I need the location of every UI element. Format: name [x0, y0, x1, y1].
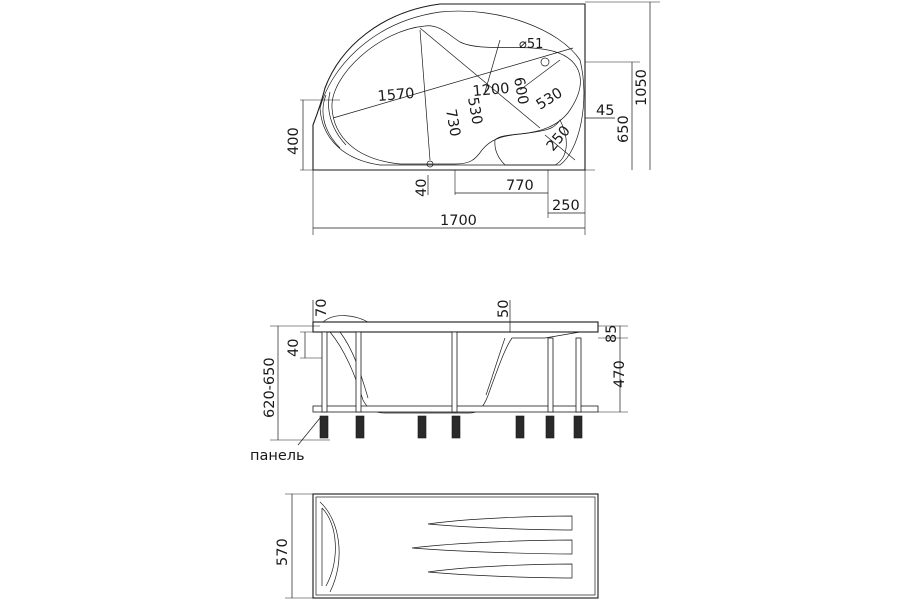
dim-45: 45	[596, 103, 614, 119]
groove-top	[427, 515, 573, 531]
panel-label: панель	[250, 448, 305, 464]
top-view-bowl	[331, 25, 581, 165]
side-view-rim	[312, 321, 599, 333]
side-view-bowl	[329, 331, 581, 414]
dim-770: 770	[506, 178, 534, 194]
side-view-legs	[319, 331, 583, 439]
dim-40: 40	[414, 179, 430, 197]
dim-730: 730	[442, 108, 463, 138]
groove-middle	[411, 539, 573, 555]
drain-hole	[540, 57, 550, 67]
dim-570: 570	[275, 538, 291, 566]
dim-1200: 1200	[472, 81, 510, 100]
dim-1050: 1050	[634, 69, 650, 106]
top-view-rim	[319, 10, 585, 166]
dim-40-side: 40	[286, 339, 302, 357]
dim-diameter-51: ⌀51	[519, 37, 543, 52]
dim-85: 85	[604, 325, 620, 343]
top-view: 1700 1050 400 650 45 1570 1200 600 530 5…	[286, 1, 660, 235]
dim-470: 470	[612, 360, 628, 388]
dim-620-650: 620-650	[262, 357, 278, 418]
bottom-view-headrest	[319, 501, 340, 593]
side-view: 620-650 70 40 50 85 470 панель	[250, 299, 628, 464]
top-view-headrest	[322, 94, 341, 149]
dim-530-center: 530	[464, 96, 485, 126]
dim-400: 400	[286, 127, 302, 155]
top-view-outer-outline	[312, 3, 586, 171]
dim-50: 50	[496, 300, 512, 318]
dim-600: 600	[510, 76, 531, 106]
groove-bottom	[427, 563, 573, 579]
dim-70: 70	[314, 299, 330, 317]
bottom-view-outline	[312, 493, 599, 599]
panel-leader	[297, 417, 321, 446]
dim-1700: 1700	[440, 213, 477, 229]
dim-1570: 1570	[377, 86, 415, 105]
bottom-view: 570	[275, 493, 599, 599]
dim-250-bottom: 250	[552, 198, 580, 214]
top-view-seat	[494, 119, 567, 166]
dim-650: 650	[616, 115, 632, 143]
